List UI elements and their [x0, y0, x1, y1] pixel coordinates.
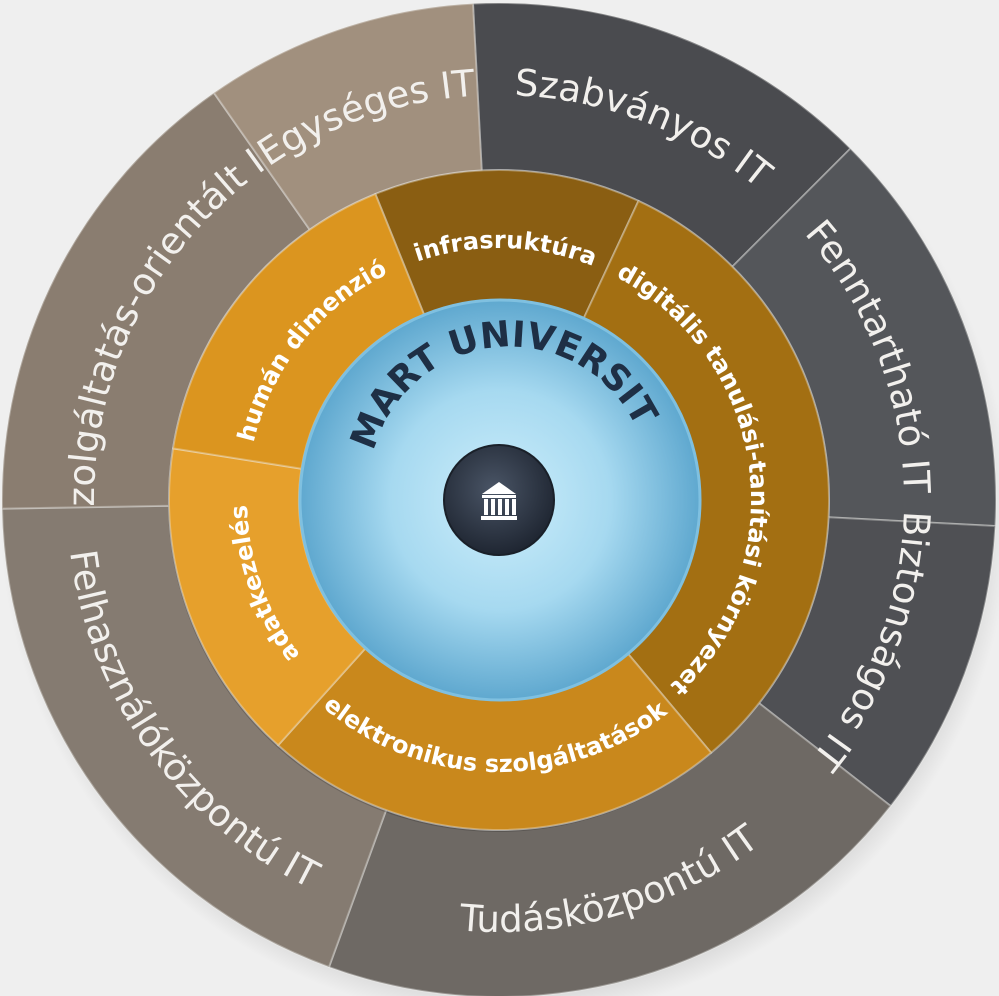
- outer-szabvanyos-it-segment: [471, 2, 852, 269]
- building-lintel: [482, 495, 516, 498]
- building-column-4: [505, 499, 509, 515]
- building-roof: [482, 482, 516, 494]
- building-column-5: [512, 499, 516, 515]
- middle-ring: [168, 169, 830, 831]
- university-building-icon[interactable]: [443, 444, 555, 556]
- building-column-2: [491, 499, 495, 515]
- outer-felhasznalokozpontu-it-segment: [1, 504, 388, 969]
- building-column-1: [484, 499, 488, 515]
- building-base: [481, 516, 517, 520]
- building-column-3: [498, 499, 502, 515]
